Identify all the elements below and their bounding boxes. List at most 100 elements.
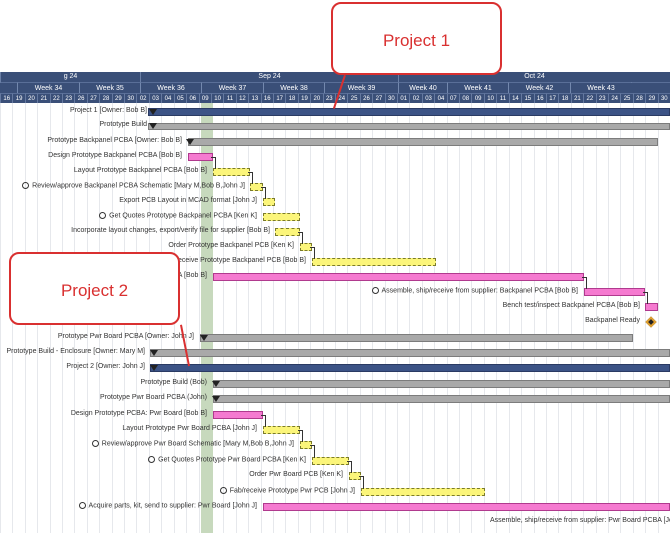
task-bar[interactable] [263, 503, 670, 511]
task-label[interactable]: Review/approve Pwr Board Schematic [Mary… [91, 440, 294, 448]
task-label[interactable]: Export PCB Layout in MCAD format [John J… [119, 197, 257, 204]
week-cell: Week 37 [201, 82, 263, 94]
task-label[interactable]: Layout Prototype Pwr Board PCBA [John J] [122, 425, 257, 432]
grid-line [608, 103, 609, 533]
task-label[interactable]: Backpanel Ready [585, 317, 640, 324]
dependency-link [248, 172, 253, 184]
grid-line [558, 103, 559, 533]
task-bar[interactable] [263, 198, 275, 206]
task-label[interactable]: Get Quotes Prototype Pwr Board PCBA [Ken… [148, 456, 306, 463]
task-bar[interactable] [150, 364, 670, 372]
grid-line [273, 103, 274, 533]
week-cell: Week 35 [79, 82, 140, 94]
day-cell: 11 [223, 93, 236, 104]
task-label[interactable]: Assemble, ship/receive from supplier: Ba… [371, 287, 578, 294]
task-label[interactable]: Order Pwr Board PCB [Ken K] [249, 471, 343, 478]
collapse-triangle-icon[interactable] [212, 396, 220, 402]
grid-line [496, 103, 497, 533]
day-cell: 19 [12, 93, 25, 104]
task-label[interactable]: Prototype Build [100, 121, 147, 128]
task-bar[interactable] [213, 273, 584, 281]
task-bar[interactable] [263, 426, 300, 434]
task-label[interactable]: Layout Prototype Backpanel PCBA [Bob B] [74, 167, 207, 174]
task-bar[interactable] [213, 395, 670, 403]
grid-line [310, 103, 311, 533]
day-cell: 25 [347, 93, 360, 104]
task-label[interactable]: Prototype Build (Bob) [140, 379, 207, 386]
task-bar[interactable] [584, 288, 645, 296]
task-bar[interactable] [213, 380, 670, 388]
grid-line [633, 103, 634, 533]
day-cell: 20 [24, 93, 38, 104]
day-cell: 28 [99, 93, 112, 104]
task-label[interactable]: Design Prototype Backpanel PCBA [Bob B] [48, 152, 182, 159]
task-label-text: Prototype Build - Enclosure [Owner: Mary… [6, 348, 146, 355]
task-label[interactable]: Bench test/inspect Backpanel PCBA [Bob B… [503, 302, 640, 309]
task-label[interactable]: Get Quotes Prototype Backpanel PCBA [Ken… [99, 212, 257, 219]
day-cell: 29 [645, 93, 658, 104]
day-cell: 28 [632, 93, 646, 104]
milestone-diamond-icon[interactable] [645, 316, 657, 328]
task-label-text: Review/approve Pwr Board Schematic [Mary… [101, 440, 294, 448]
task-label-text: Incorporate layout changes, export/verif… [71, 227, 270, 234]
day-cell: 02 [136, 93, 149, 104]
task-label[interactable]: Prototype Pwr Board PCBA (John) [100, 394, 207, 401]
week-cell [0, 82, 17, 83]
task-label[interactable]: Acquire parts, kit, send to supplier: Pw… [78, 502, 257, 509]
task-label[interactable]: Fab/receive Prototype Backpanel PCB [Bob… [162, 257, 306, 264]
dependency-link [298, 232, 303, 244]
task-bar[interactable] [263, 213, 300, 221]
grid-line [323, 103, 324, 533]
task-label[interactable]: Order Prototype Backpanel PCB [Ken K] [168, 242, 294, 249]
collapse-triangle-icon[interactable] [212, 381, 220, 387]
task-label[interactable]: Prototype Build - Enclosure [Owner: Mary… [7, 348, 146, 355]
task-bar[interactable] [312, 258, 436, 266]
task-bar[interactable] [148, 108, 670, 116]
task-label-text: Review/approve Backpanel PCBA Schematic … [32, 182, 245, 190]
task-label-text: Layout Prototype Backpanel PCBA [Bob B] [73, 167, 207, 174]
task-bar[interactable] [213, 168, 250, 176]
collapse-triangle-icon[interactable] [200, 335, 208, 341]
dependency-link [582, 277, 587, 289]
grid-line [335, 103, 336, 533]
task-label[interactable]: Prototype Backpanel PCBA [Owner: Bob B] [47, 137, 182, 144]
day-cell: 30 [124, 93, 137, 104]
task-label-text: Project 1 [Owner: Bob B] [69, 107, 147, 114]
task-bar[interactable] [200, 334, 633, 342]
day-cell: 30 [384, 93, 398, 104]
task-label-text: Assemble, ship/receive from supplier: Pw… [490, 517, 670, 524]
day-cell: 29 [111, 93, 125, 104]
task-label[interactable]: Fab/receive Prototype Pwr PCB [John J] [219, 487, 355, 494]
task-label[interactable]: Project 1 [Owner: Bob B] [70, 107, 147, 114]
task-label[interactable]: Assemble, ship/receive from supplier: Pw… [490, 517, 670, 524]
grid-line [620, 103, 621, 533]
task-bar[interactable] [213, 411, 263, 419]
task-bar[interactable] [188, 153, 213, 161]
collapse-triangle-icon[interactable] [149, 109, 157, 115]
collapse-triangle-icon[interactable] [150, 350, 158, 356]
task-label[interactable]: Prototype Pwr Board PCBA [Owner: John J] [58, 333, 194, 340]
task-label[interactable]: Design Prototype PCBA: Pwr Board [Bob B] [71, 410, 207, 417]
task-label[interactable]: Project 2 [Owner: John J] [66, 363, 145, 370]
month-cell: Sep 24 [140, 72, 398, 82]
day-cell: 10 [210, 93, 224, 104]
task-bar[interactable] [188, 138, 658, 146]
day-cell: 25 [620, 93, 633, 104]
task-bar[interactable] [645, 303, 658, 311]
grid-line [199, 103, 200, 533]
collapse-triangle-icon[interactable] [150, 365, 158, 371]
task-bar[interactable] [150, 349, 670, 357]
task-label[interactable]: Incorporate layout changes, export/verif… [71, 227, 270, 234]
month-cell: g 24 [0, 72, 140, 82]
grid-line [186, 103, 187, 533]
task-bar[interactable] [148, 122, 670, 130]
grid-line [223, 103, 224, 533]
task-bar[interactable] [275, 228, 300, 236]
day-cell: 01 [397, 93, 410, 104]
task-bar[interactable] [312, 457, 349, 465]
day-cell: 24 [607, 93, 621, 104]
collapse-triangle-icon[interactable] [149, 123, 157, 129]
collapse-triangle-icon[interactable] [186, 139, 194, 145]
task-label[interactable]: Review/approve Backpanel PCBA Schematic … [22, 182, 245, 189]
task-bar[interactable] [361, 488, 485, 496]
